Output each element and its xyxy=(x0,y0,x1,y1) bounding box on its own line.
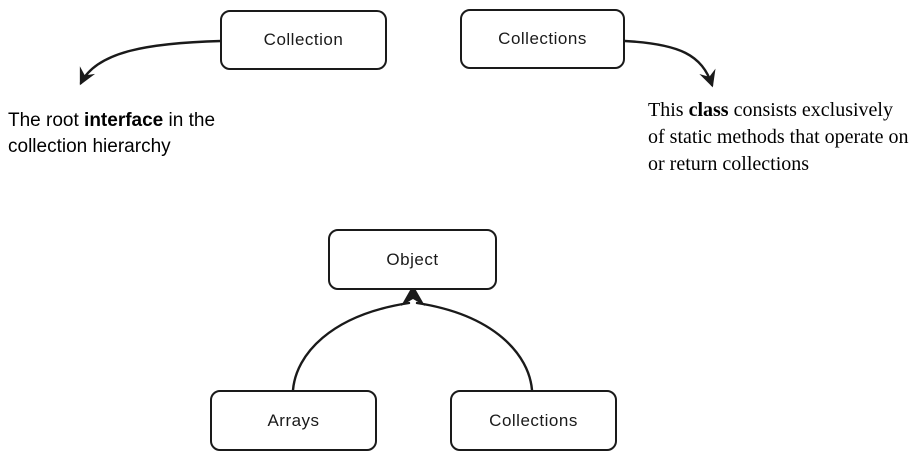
edge-arrays-to-object xyxy=(291,301,411,392)
node-collections-utility: Collections xyxy=(460,9,625,69)
node-collections-child: Collections xyxy=(450,390,617,451)
note-left-bold-term: interface xyxy=(84,110,164,131)
note-right-suffix: consists exclusively of static methods t… xyxy=(648,99,909,175)
note-left-prefix: The root xyxy=(8,110,85,131)
node-object-label: Object xyxy=(386,249,439,269)
arrow-to-interface-note-icon xyxy=(79,39,223,86)
arrow-to-class-note-icon xyxy=(623,39,716,88)
node-arrays: Arrays xyxy=(210,390,377,451)
inheritance-arrowhead-icon xyxy=(401,285,425,306)
node-collections-child-label: Collections xyxy=(489,410,578,430)
note-collections-class: This class consists exclusively of stati… xyxy=(648,97,910,178)
edge-collections-to-object xyxy=(415,301,534,392)
node-collections-utility-label: Collections xyxy=(498,29,587,48)
note-collection-interface: The root interface in the collection hie… xyxy=(8,108,223,160)
note-left-suffix: in the collection hierarchy xyxy=(8,110,216,157)
note-right-bold-term: class xyxy=(688,99,729,121)
node-collection: Collection xyxy=(220,10,387,70)
note-right-prefix: This xyxy=(648,99,689,121)
node-collection-label: Collection xyxy=(263,30,344,49)
node-arrays-label: Arrays xyxy=(267,410,320,430)
node-object: Object xyxy=(328,229,497,290)
